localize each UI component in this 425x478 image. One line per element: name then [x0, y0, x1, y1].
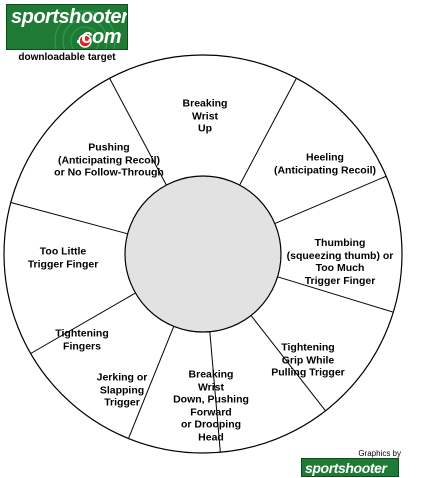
- sportshooter-logo[interactable]: sportshooter .com: [6, 4, 128, 50]
- segment-label-line: Slapping: [99, 383, 145, 396]
- segment-label-line: Pushing: [88, 141, 130, 154]
- target-rings-graphic: [54, 10, 116, 49]
- segment-label-line: Jerking or: [96, 371, 148, 384]
- segment-label-line: Fingers: [63, 340, 101, 352]
- segment-label-line: Down, Pushing: [173, 393, 249, 406]
- sportshooter-footer-logo[interactable]: sportshooter: [301, 458, 399, 477]
- tagline: downloadable target: [18, 52, 116, 63]
- segment-label-line: Too Little: [39, 245, 87, 258]
- segment-label-line: Up: [198, 122, 212, 135]
- segment-divider: [277, 276, 394, 313]
- segment-label-line: Tightening: [55, 327, 109, 340]
- segment-divider: [10, 202, 128, 235]
- segment-label-line: Trigger: [104, 396, 140, 409]
- bullseye: [124, 175, 282, 333]
- segment-label-line: (Anticipating Recoil): [273, 164, 377, 176]
- segment-label-line: Head: [198, 431, 224, 443]
- segment-label-line: Tightening: [281, 341, 335, 354]
- segment-label-line: Trigger Finger: [304, 274, 376, 287]
- segment-label-line: Breaking: [188, 368, 234, 381]
- segment-label-line: Forward: [190, 406, 232, 418]
- logo-text-sportshooter: sportshooter: [11, 6, 128, 28]
- segment-divider: [30, 292, 136, 354]
- segment-label-line: Trigger Finger: [27, 258, 99, 270]
- segment-divider: [239, 78, 297, 186]
- logo-text-dotcom: .com: [76, 26, 121, 48]
- footer-logo-text: sportshooter: [305, 460, 387, 476]
- segment-label-line: or No Follow-Through: [54, 166, 164, 179]
- segment-label-line: Heeling: [306, 151, 344, 164]
- segment-divider: [109, 78, 167, 186]
- graphics-credit: Graphics by: [358, 449, 401, 458]
- segment-label-line: Pulling Trigger: [271, 366, 345, 379]
- segment-label-line: Thumbing: [314, 237, 366, 249]
- segment-label-line: Wrist: [197, 381, 225, 393]
- segment-divider: [274, 175, 387, 224]
- segment-label-line: or Drooping: [180, 418, 242, 431]
- segment-label: Pushing(Anticipating Recoil)or No Follow…: [54, 141, 164, 179]
- segment-label-line: Breaking: [182, 97, 228, 110]
- segment-divider: [250, 315, 326, 412]
- segment-divider: [127, 326, 175, 439]
- segment-label: Heeling(Anticipating Recoil): [274, 152, 376, 177]
- segment-label-line: (squeezing thumb) or: [286, 249, 394, 262]
- segment-label-line: (Anticipating Recoil): [57, 153, 161, 166]
- segment-label-line: Grip While: [281, 353, 335, 366]
- segment-divider: [209, 331, 221, 453]
- segment-label-line: Too Much: [315, 262, 365, 274]
- segment-label-line: Wrist: [191, 109, 219, 122]
- segment-dividers: [10, 78, 394, 453]
